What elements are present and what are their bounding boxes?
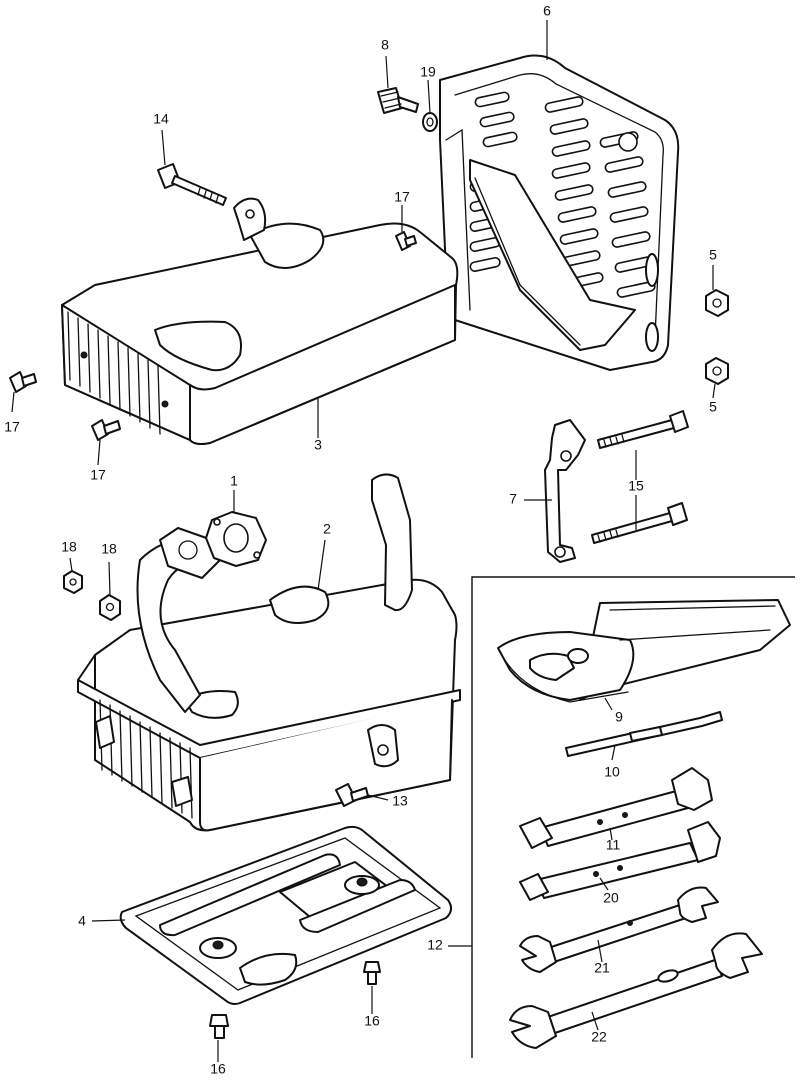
callout-11: 11 [606, 837, 621, 853]
callout-17-top: 17 [394, 189, 410, 205]
muffler-cover [61, 197, 459, 445]
protector-bolt [377, 87, 419, 114]
bracket [544, 419, 586, 563]
callout-12: 12 [427, 937, 443, 953]
callout-10: 10 [604, 764, 620, 780]
bolt-13 [335, 783, 369, 807]
muffler [77, 473, 461, 832]
callout-15: 15 [628, 478, 644, 494]
screw-17-bottom [91, 419, 121, 441]
callout-2: 2 [323, 521, 331, 537]
screw-17-right [395, 231, 417, 251]
callout-13: 13 [392, 793, 408, 809]
tool-bag [497, 599, 791, 703]
callout-17-left: 17 [4, 419, 20, 435]
callout-3: 3 [314, 437, 322, 453]
callout-8: 8 [381, 37, 389, 53]
box-wrench-20 [519, 821, 721, 901]
long-bolt-15-upper [597, 410, 689, 449]
screw-16-left [209, 1014, 229, 1039]
nut-5-upper [705, 289, 729, 317]
long-bolt-14 [157, 163, 227, 206]
callout-22: 22 [591, 1029, 607, 1045]
callout-16-left: 16 [210, 1061, 226, 1077]
protector-vent-slots [469, 91, 656, 298]
tool-kit-frame [471, 576, 795, 1058]
muffler-protector [439, 54, 680, 371]
callout-20: 20 [603, 890, 619, 906]
base-plate [119, 825, 452, 1005]
open-end-wrench-22 [509, 932, 763, 1049]
callout-7: 7 [509, 491, 517, 507]
callout-16-right: 16 [364, 1013, 380, 1029]
callout-21: 21 [594, 960, 610, 976]
box-wrench-11 [519, 767, 713, 849]
washer [422, 112, 438, 132]
callout-5-upper: 5 [709, 247, 717, 263]
long-bolt-15-lower [591, 502, 688, 544]
callout-14: 14 [153, 111, 169, 127]
callout-9: 9 [615, 709, 623, 725]
gasket [205, 511, 267, 567]
callout-4: 4 [78, 913, 86, 929]
callout-17-bottom: 17 [90, 467, 106, 483]
nut-5-lower [705, 357, 729, 385]
callout-labels: 1 2 3 4 5 5 6 7 8 9 10 11 12 13 14 15 16… [4, 3, 717, 1077]
callout-18-left: 18 [61, 539, 77, 555]
screw-17-left [9, 371, 37, 393]
callout-6: 6 [543, 3, 551, 19]
callout-19: 19 [420, 64, 436, 80]
open-end-wrench-21 [519, 886, 719, 973]
screw-16-right [363, 961, 381, 985]
nut-18-left [63, 570, 83, 594]
callout-1: 1 [230, 473, 238, 489]
nut-18-right [99, 594, 121, 621]
callout-18-right: 18 [101, 541, 117, 557]
leader-lines [11, 20, 716, 1062]
callout-5-lower: 5 [709, 399, 717, 415]
screwdriver [565, 711, 723, 757]
